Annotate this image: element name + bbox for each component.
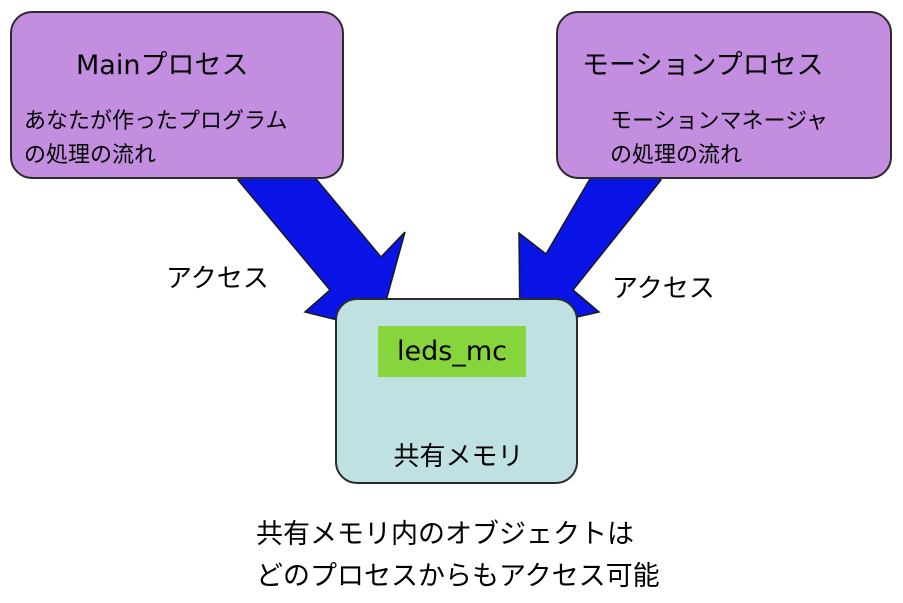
footnote: 共有メモリ内のオブジェクトは どのプロセスからもアクセス可能 — [256, 514, 660, 598]
main-process-desc-line1: あなたが作ったプログラム — [24, 109, 288, 134]
left-access-label: アクセス — [166, 264, 269, 294]
shared-memory-label: 共有メモリ — [393, 442, 524, 472]
main-process-description: あなたが作ったプログラム の処理の流れ — [24, 105, 287, 173]
main-process-box: Mainプロセス あなたが作ったプログラム の処理の流れ — [10, 11, 344, 179]
leds-mc-label: leds_mc — [397, 336, 507, 367]
footnote-line1: 共有メモリ内のオブジェクトは — [256, 519, 634, 550]
motion-process-desc-line2: の処理の流れ — [610, 143, 743, 168]
motion-process-title: モーションプロセス — [582, 50, 824, 81]
motion-process-desc-line1: モーションマネージャ — [610, 109, 829, 134]
main-process-desc-line2: の処理の流れ — [24, 143, 157, 168]
right-access-label: アクセス — [612, 274, 715, 304]
leds-mc-object: leds_mc — [378, 326, 526, 377]
footnote-line2: どのプロセスからもアクセス可能 — [256, 561, 660, 592]
motion-process-box: モーションプロセス モーションマネージャ の処理の流れ — [556, 11, 892, 179]
main-process-title: Mainプロセス — [76, 50, 249, 81]
motion-process-description: モーションマネージャ の処理の流れ — [610, 105, 828, 173]
